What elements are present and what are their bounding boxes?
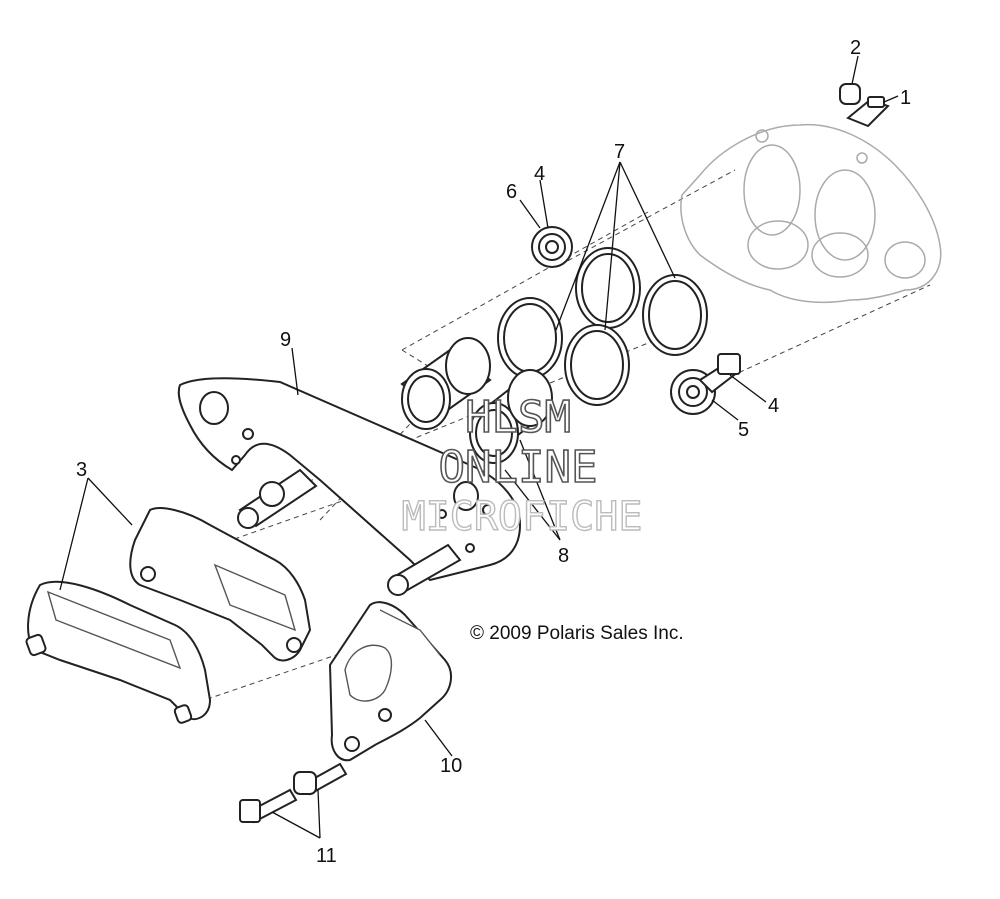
- leader-lines: [59, 55, 899, 839]
- callout-4-lower: 4: [768, 395, 779, 417]
- watermark: HLSM ONLINE MICROFICHE: [401, 391, 643, 541]
- caliper-bracket: [177, 377, 522, 596]
- callout-2: 2: [850, 37, 861, 59]
- abutment-bracket: [328, 601, 452, 762]
- callout-5: 5: [738, 419, 749, 441]
- watermark-line-1: HLSM: [465, 392, 571, 443]
- watermark-line-3: MICROFICHE: [402, 494, 643, 540]
- slide-pin-bolt: [698, 353, 741, 394]
- callout-1: 1: [900, 87, 911, 109]
- callout-10: 10: [440, 755, 462, 777]
- callout-9: 9: [280, 329, 291, 351]
- mounting-bolts: [239, 762, 348, 824]
- bleeder-screw: [846, 96, 890, 128]
- callout-3: 3: [76, 459, 87, 481]
- caliper-body: [680, 123, 942, 304]
- callouts: 2 1 7 4 6 9 3 4 5 8 10 11: [76, 37, 911, 867]
- callout-4-upper: 4: [534, 163, 545, 185]
- pistons: [400, 337, 553, 464]
- watermark-line-2: ONLINE: [439, 442, 598, 493]
- bleeder-cap: [839, 83, 861, 105]
- piston-seals: [497, 247, 708, 406]
- slide-pin-boot-upper: [531, 226, 573, 268]
- brake-pads: [25, 507, 312, 724]
- callout-6: 6: [506, 181, 517, 203]
- callout-7: 7: [614, 141, 625, 163]
- copyright-text: © 2009 Polaris Sales Inc.: [470, 623, 684, 644]
- callout-11: 11: [316, 845, 337, 867]
- callout-8: 8: [558, 545, 569, 567]
